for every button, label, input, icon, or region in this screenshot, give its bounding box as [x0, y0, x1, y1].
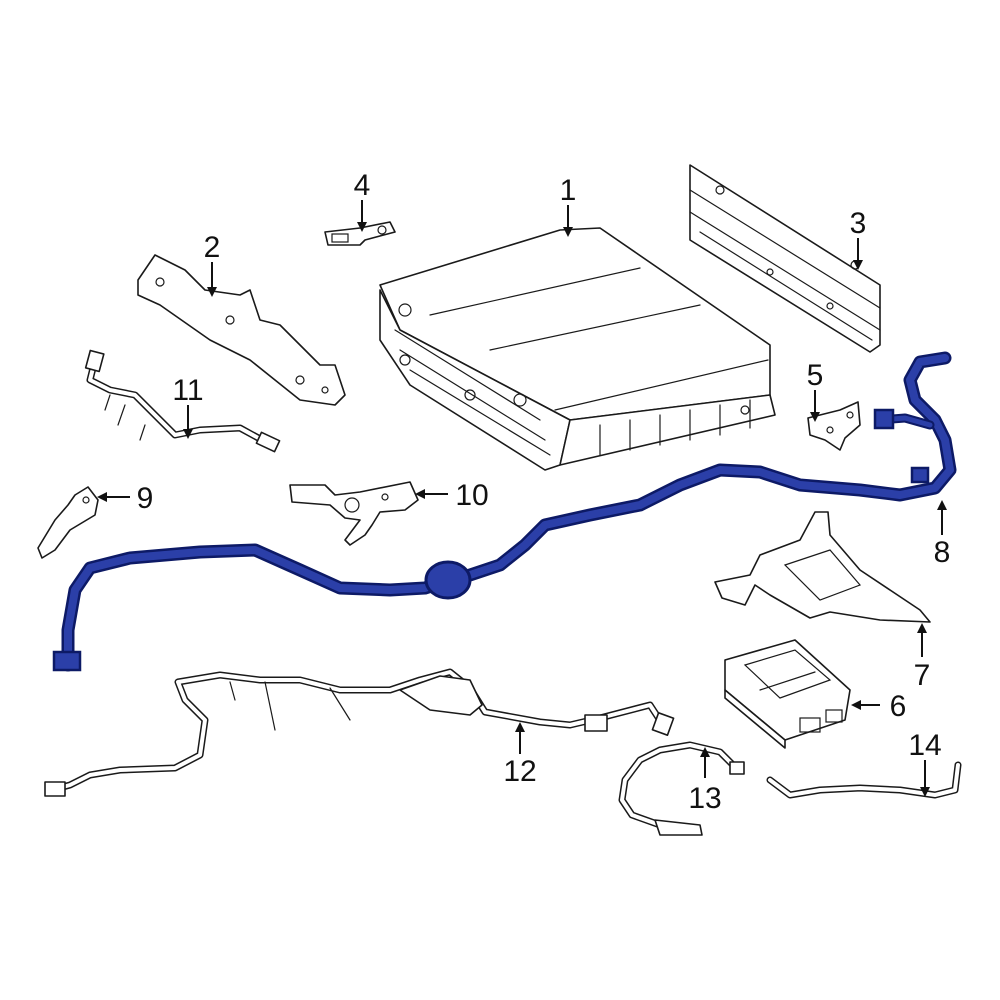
part-7-tray-bracket[interactable] — [714, 511, 931, 623]
callout-14[interactable]: 14 — [908, 729, 941, 762]
callout-2[interactable]: 2 — [204, 231, 221, 264]
callout-11[interactable]: 11 — [172, 374, 203, 407]
callout-10[interactable]: 10 — [455, 479, 488, 512]
callout-8[interactable]: 8 — [934, 536, 951, 569]
callout-labels: 1 2 3 4 5 6 7 8 9 10 11 12 13 14 — [137, 169, 951, 815]
callout-4[interactable]: 4 — [354, 169, 371, 202]
callout-6[interactable]: 6 — [890, 690, 907, 723]
part-4-clip[interactable] — [324, 221, 396, 246]
part-12-harness[interactable] — [44, 668, 675, 797]
part-11-harness[interactable] — [84, 349, 281, 453]
part-14-hose[interactable] — [766, 761, 962, 799]
callout-7[interactable]: 7 — [914, 659, 931, 692]
part-6-control-module[interactable] — [724, 639, 851, 749]
part-2-bracket[interactable] — [137, 254, 346, 406]
part-10-bracket[interactable] — [289, 481, 419, 546]
callout-5[interactable]: 5 — [807, 359, 824, 392]
part-8-main-harness[interactable] — [52, 351, 957, 672]
leader-lines — [97, 200, 947, 797]
callout-1[interactable]: 1 — [560, 174, 577, 207]
callout-12[interactable]: 12 — [503, 755, 536, 788]
callout-9[interactable]: 9 — [137, 482, 154, 515]
part-9-bracket[interactable] — [37, 486, 99, 559]
callout-3[interactable]: 3 — [850, 207, 867, 240]
callout-13[interactable]: 13 — [688, 782, 721, 815]
part-5-bracket[interactable] — [807, 401, 861, 451]
part-13-sensor-wire[interactable] — [618, 741, 745, 836]
part-1-battery-pack[interactable] — [379, 227, 776, 471]
part-3-rail-plate[interactable] — [689, 164, 881, 353]
